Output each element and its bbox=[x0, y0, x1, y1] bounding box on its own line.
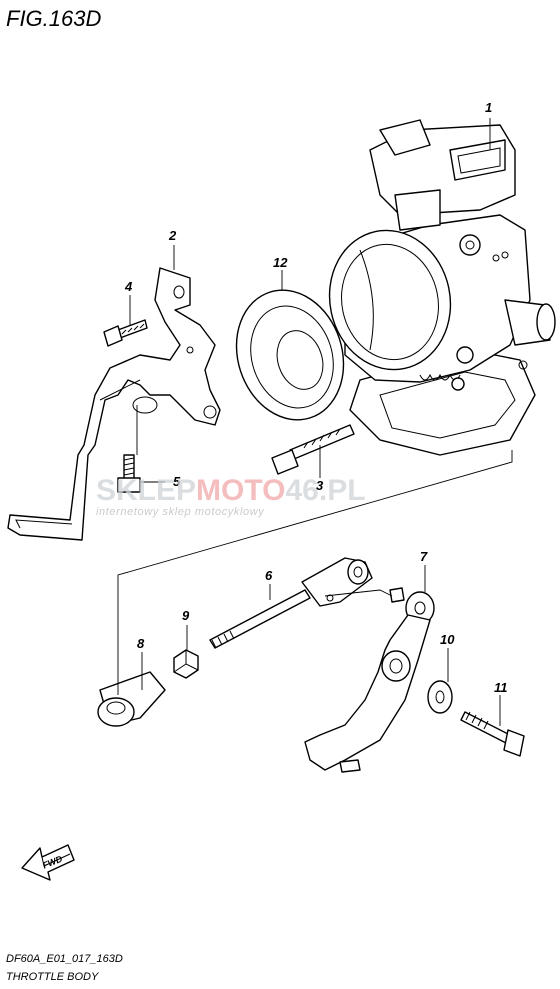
watermark-brand-part2: MOTO bbox=[196, 474, 285, 507]
leader-lines bbox=[117, 118, 513, 726]
callout-12: 12 bbox=[273, 255, 288, 270]
callout-11: 11 bbox=[494, 680, 508, 695]
callout-2: 2 bbox=[168, 228, 177, 243]
part-12-gasket[interactable] bbox=[220, 276, 360, 434]
part-10-washer[interactable] bbox=[427, 680, 453, 714]
watermark-tagline: internetowy sklep motocyklowy bbox=[96, 506, 265, 518]
figure-title: FIG.163D bbox=[6, 6, 101, 31]
part-6-linkage-rod[interactable] bbox=[209, 557, 373, 649]
watermark-brand-part3: 46.PL bbox=[285, 474, 365, 507]
callout-6: 6 bbox=[265, 568, 273, 583]
drawing-code: DF60A_E01_017_163D bbox=[6, 953, 123, 965]
part-8-ball-joint[interactable] bbox=[97, 671, 166, 727]
callout-1: 1 bbox=[485, 100, 492, 115]
fwd-arrow: FWD bbox=[21, 844, 75, 881]
watermark-brand-part1: SKLEP bbox=[96, 474, 196, 507]
part-9-nut[interactable] bbox=[173, 649, 199, 679]
part-2-bracket[interactable] bbox=[7, 267, 221, 541]
part-4-bolt[interactable] bbox=[103, 319, 148, 347]
part-11-bolt[interactable] bbox=[460, 711, 525, 757]
part-1-throttle-body[interactable] bbox=[317, 119, 556, 456]
callout-3: 3 bbox=[316, 478, 324, 493]
part-5-bolt[interactable] bbox=[117, 454, 141, 493]
callout-7: 7 bbox=[420, 549, 428, 564]
callout-4: 4 bbox=[124, 279, 133, 294]
part-7-throttle-lever[interactable] bbox=[304, 587, 435, 773]
callout-10: 10 bbox=[440, 632, 455, 647]
callout-labels: 1 2 3 4 5 6 7 8 9 10 11 12 bbox=[124, 100, 508, 695]
svg-text:SKLEPMOTO46.PL: SKLEPMOTO46.PL bbox=[96, 474, 366, 507]
drawing-caption: THROTTLE BODY bbox=[6, 971, 99, 983]
part-3-bolt[interactable] bbox=[271, 424, 355, 475]
callout-9: 9 bbox=[182, 608, 190, 623]
callout-8: 8 bbox=[137, 636, 145, 651]
watermark: SKLEPMOTO46.PL internetowy sklep motocyk… bbox=[96, 474, 366, 518]
callout-5: 5 bbox=[173, 474, 181, 489]
